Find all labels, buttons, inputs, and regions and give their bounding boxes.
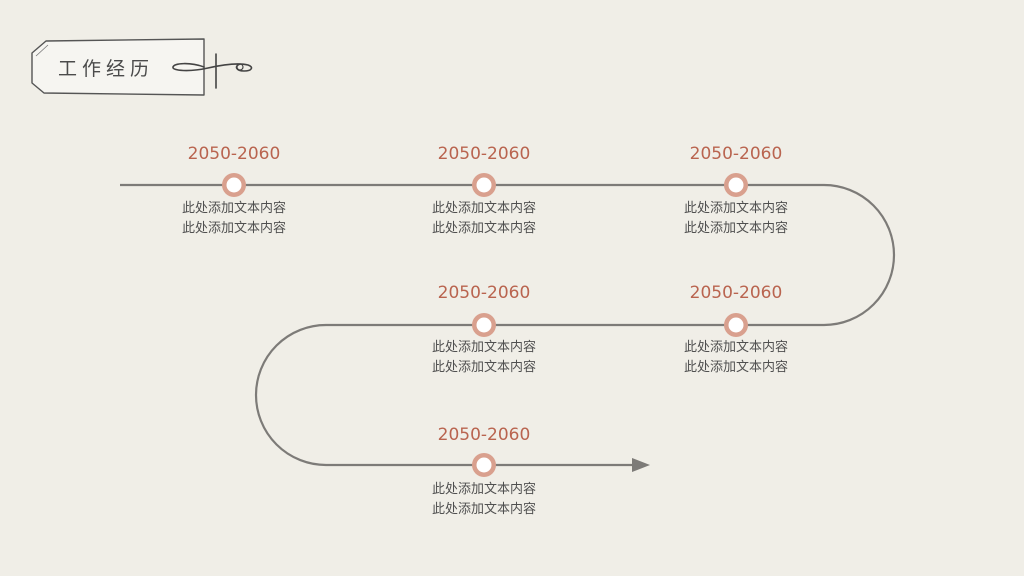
node-description: 此处添加文本内容 此处添加文本内容 <box>159 199 309 239</box>
timeline-markers <box>222 173 748 477</box>
node-line: 此处添加文本内容 <box>431 360 536 375</box>
node-year: 2050-2060 <box>437 425 531 445</box>
node-year: 2050-2060 <box>689 283 783 303</box>
timeline-marker-center <box>476 457 492 473</box>
node-description: 此处添加文本内容 此处添加文本内容 <box>661 338 811 378</box>
node-line: 此处添加文本内容 <box>431 221 536 236</box>
page-title: 工作经历 <box>58 58 155 80</box>
timeline-marker-center <box>728 177 744 193</box>
node-line: 此处添加文本内容 <box>683 360 788 375</box>
node-line: 此处添加文本内容 <box>181 221 286 236</box>
node-year: 2050-2060 <box>187 144 281 164</box>
node-line: 此处添加文本内容 <box>683 340 788 355</box>
node-description: 此处添加文本内容 此处添加文本内容 <box>409 338 559 378</box>
timeline-path <box>120 183 896 467</box>
node-year: 2050-2060 <box>437 283 531 303</box>
node-line: 此处添加文本内容 <box>181 201 286 216</box>
timeline-marker-center <box>226 177 242 193</box>
node-line: 此处添加文本内容 <box>431 482 536 497</box>
node-line: 此处添加文本内容 <box>683 221 788 236</box>
node-line: 此处添加文本内容 <box>431 340 536 355</box>
node-line: 此处添加文本内容 <box>683 201 788 216</box>
title-tag: 工作经历 <box>30 36 260 98</box>
timeline-marker-center <box>476 317 492 333</box>
node-description: 此处添加文本内容 此处添加文本内容 <box>661 199 811 239</box>
node-line: 此处添加文本内容 <box>431 502 536 517</box>
timeline-marker-center <box>476 177 492 193</box>
node-description: 此处添加文本内容 此处添加文本内容 <box>409 480 559 520</box>
arrow-head-icon <box>632 458 650 472</box>
timeline-marker-center <box>728 317 744 333</box>
node-year: 2050-2060 <box>437 144 531 164</box>
node-year: 2050-2060 <box>689 144 783 164</box>
node-description: 此处添加文本内容 此处添加文本内容 <box>409 199 559 239</box>
tag-shape-icon <box>31 38 253 96</box>
node-line: 此处添加文本内容 <box>431 201 536 216</box>
